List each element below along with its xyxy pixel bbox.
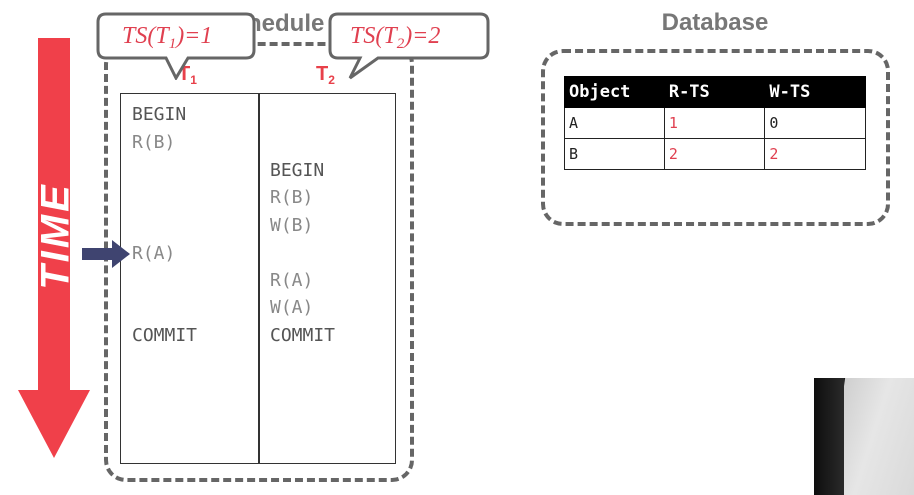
database-table: Object R-TS W-TS A 1 0 B 2 2 bbox=[564, 76, 866, 170]
webcam-shadow bbox=[814, 378, 844, 495]
object-cell: A bbox=[564, 107, 665, 139]
timestamp-label-t1: TS(T1)=1 bbox=[122, 23, 213, 52]
database-header-row: Object R-TS W-TS bbox=[564, 76, 866, 108]
t2-op-write-b: W(B) bbox=[270, 215, 314, 236]
table-row: B 2 2 bbox=[564, 138, 866, 170]
t2-op-write-a: W(A) bbox=[270, 297, 314, 318]
webcam-overlay bbox=[814, 378, 914, 495]
current-step-arrow bbox=[82, 240, 130, 268]
timestamp-label-t2: TS(T2)=2 bbox=[350, 23, 441, 52]
object-cell: B bbox=[564, 138, 665, 170]
r-ts-cell: 1 bbox=[663, 107, 766, 139]
t2-op-commit: COMMIT bbox=[270, 325, 336, 346]
database-title: Database bbox=[661, 9, 769, 36]
w-ts-cell: 0 bbox=[764, 107, 866, 139]
timestamp-bubble-t2 bbox=[328, 12, 490, 80]
t1-op-read-b: R(B) bbox=[132, 132, 176, 153]
table-row: A 1 0 bbox=[564, 107, 866, 139]
schedule-column-divider bbox=[258, 93, 260, 464]
t1-op-commit: COMMIT bbox=[132, 325, 198, 346]
schedule-box bbox=[104, 42, 414, 482]
header-r-ts: R-TS bbox=[663, 76, 766, 108]
header-w-ts: W-TS bbox=[764, 76, 866, 108]
t1-op-begin: BEGIN bbox=[132, 104, 187, 125]
timestamp-bubble-t1 bbox=[96, 12, 256, 80]
database-box bbox=[541, 49, 890, 226]
t2-op-begin: BEGIN bbox=[270, 160, 325, 181]
w-ts-cell: 2 bbox=[764, 138, 866, 170]
t2-op-read-a: R(A) bbox=[270, 270, 314, 291]
t1-op-read-a: R(A) bbox=[132, 243, 176, 264]
time-arrow bbox=[18, 38, 90, 458]
t2-op-read-b: R(B) bbox=[270, 187, 314, 208]
time-label: TIME bbox=[33, 182, 78, 290]
header-object: Object bbox=[564, 76, 665, 108]
column-header-t2: T2 bbox=[316, 63, 335, 87]
r-ts-cell: 2 bbox=[663, 138, 766, 170]
